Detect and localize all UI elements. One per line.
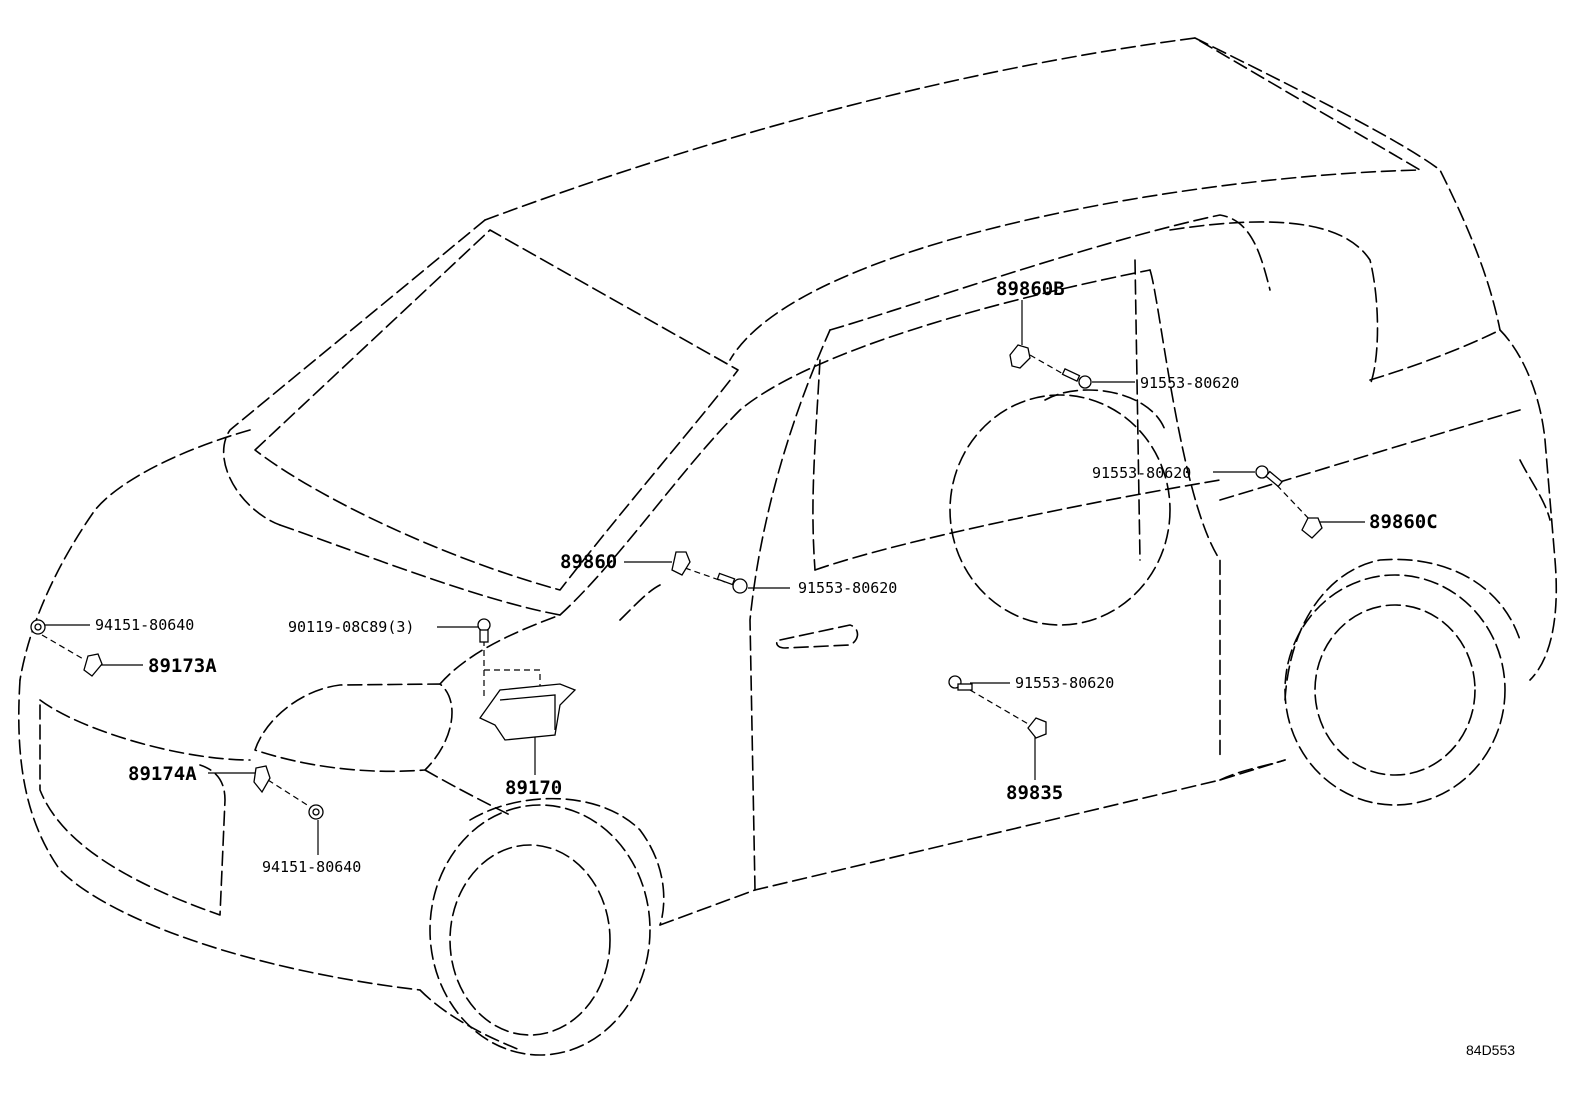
- nut-front-upper-icon[interactable]: [30, 619, 46, 635]
- label-bolt-front-door: 91553-80620: [798, 579, 897, 597]
- label-89860: 89860: [560, 551, 617, 573]
- vehicle-outline: [18, 37, 1558, 1056]
- bolt-rear-mid-icon[interactable]: [1255, 465, 1283, 488]
- label-89835: 89835: [1006, 782, 1063, 804]
- bolt-floor-icon[interactable]: [948, 675, 973, 691]
- label-bolt-floor: 91553-80620: [1015, 674, 1114, 692]
- leader-lines: [41, 300, 1365, 855]
- label-bolt-rear-upper: 91553-80620: [1140, 374, 1239, 392]
- label-nut-front-lower: 94151-80640: [262, 858, 361, 876]
- airbag-ecu-icon[interactable]: [479, 683, 577, 741]
- label-bolt-rear-mid: 91553-80620: [1092, 464, 1191, 482]
- bolt-rear-upper-icon[interactable]: [1061, 368, 1092, 389]
- nut-front-lower-icon[interactable]: [308, 804, 324, 820]
- label-89860b: 89860B: [996, 278, 1065, 300]
- sensor-89174a-icon[interactable]: [253, 765, 271, 794]
- sensor-89860-front-icon[interactable]: [671, 551, 691, 576]
- label-89170: 89170: [505, 777, 562, 799]
- sensor-89860b-icon[interactable]: [1009, 344, 1031, 369]
- label-nut-front-upper: 94151-80640: [95, 616, 194, 634]
- label-screw-ecu: 90119-08C89(3): [288, 618, 414, 636]
- bolt-front-door-icon[interactable]: [716, 572, 748, 594]
- sensor-89835-icon[interactable]: [1027, 717, 1047, 739]
- label-89173a: 89173A: [148, 655, 217, 677]
- label-89860c: 89860C: [1369, 511, 1438, 533]
- label-89174a: 89174A: [128, 763, 197, 785]
- sensor-89860c-icon[interactable]: [1301, 517, 1323, 539]
- callout-labels: 89860B 91553-80620 91553-80620 89860C 89…: [95, 278, 1515, 1058]
- screw-ecu-icon[interactable]: [477, 618, 491, 643]
- diagram-code: 84D553: [1466, 1042, 1515, 1058]
- sensor-89173a-icon[interactable]: [83, 653, 103, 677]
